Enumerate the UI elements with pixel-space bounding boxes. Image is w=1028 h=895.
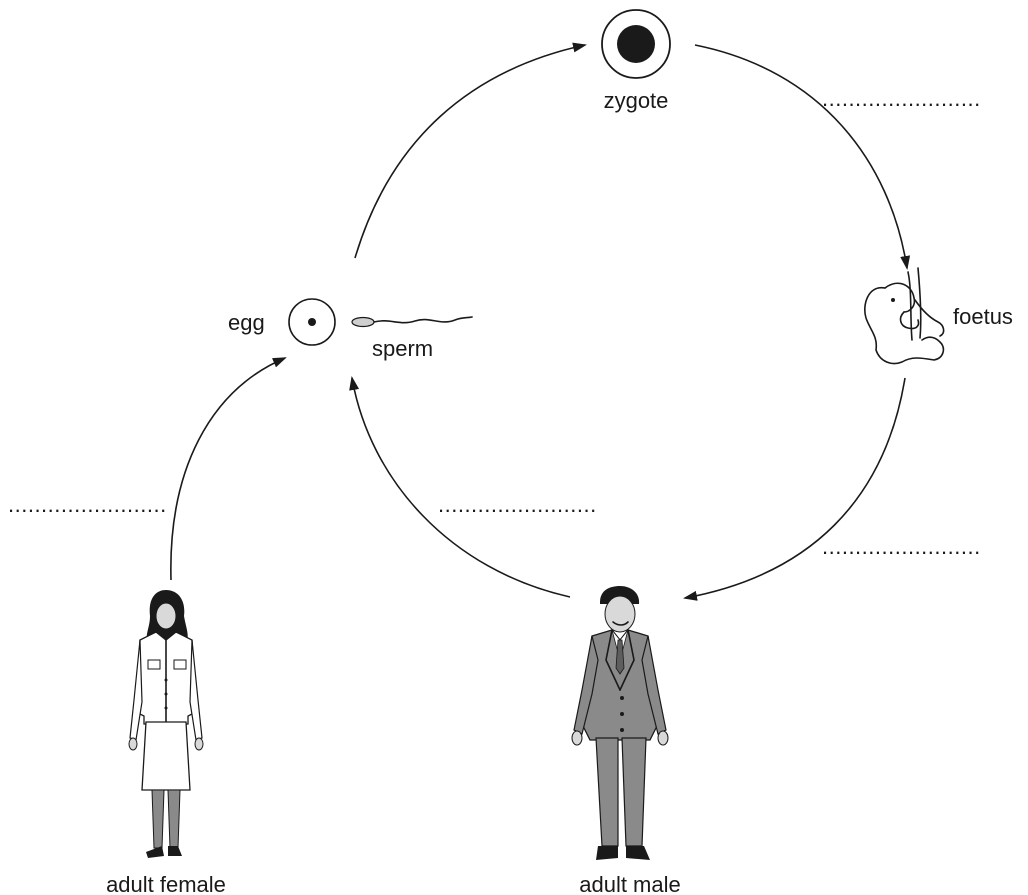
arrow-foetus-to-adult-male <box>683 377 906 601</box>
adult-male-label: adult male <box>579 872 681 895</box>
arrow-egg-to-zygote <box>354 42 587 259</box>
foetus-label: foetus <box>953 304 1013 329</box>
arrow-zygote-to-foetus <box>694 44 911 270</box>
arrow-adult-male-to-egg <box>349 376 571 598</box>
zygote-icon <box>601 9 671 79</box>
blank-line-left: ........................ <box>8 492 167 517</box>
blank-line-middle: ........................ <box>438 492 597 517</box>
adult-female-figure <box>128 590 204 858</box>
foetus-icon <box>864 267 945 365</box>
zygote-label: zygote <box>604 88 669 113</box>
egg-icon <box>288 298 336 346</box>
adult-male-figure <box>571 586 669 860</box>
sperm-label: sperm <box>372 336 433 361</box>
sperm-icon <box>351 316 473 328</box>
blank-line-top-right: ........................ <box>822 86 981 111</box>
blank-line-right: ........................ <box>822 534 981 559</box>
arrow-adult-female-to-egg <box>170 357 287 581</box>
adult-female-label: adult female <box>106 872 226 895</box>
egg-label: egg <box>228 310 265 335</box>
